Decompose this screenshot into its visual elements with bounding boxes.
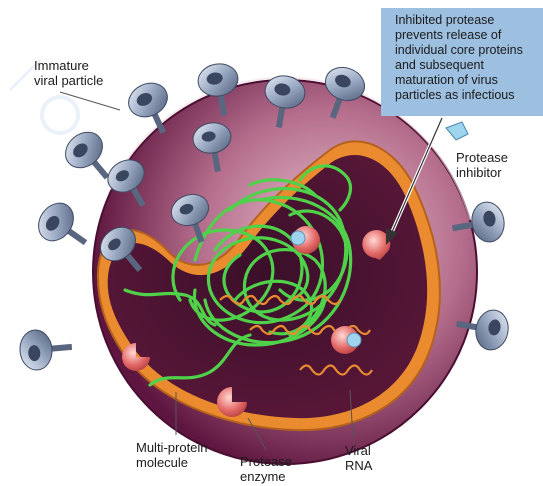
glycoprotein-spike	[18, 327, 73, 371]
protease-inhibitor-molecule	[446, 122, 468, 140]
label-immature-viral-particle: Immature viral particle	[34, 58, 103, 88]
viral-particle	[93, 78, 477, 464]
glycoprotein-spike	[31, 196, 97, 259]
callout-inhibited-protease: Inhibited protease prevents release of i…	[381, 8, 543, 116]
label-viral-rna: Viral RNA	[345, 443, 372, 473]
label-multi-protein-molecule: Multi-protein molecule	[136, 440, 208, 470]
label-protease-enzyme: Protease enzyme	[240, 454, 292, 484]
label-protease-inhibitor: Protease inhibitor	[456, 150, 508, 180]
